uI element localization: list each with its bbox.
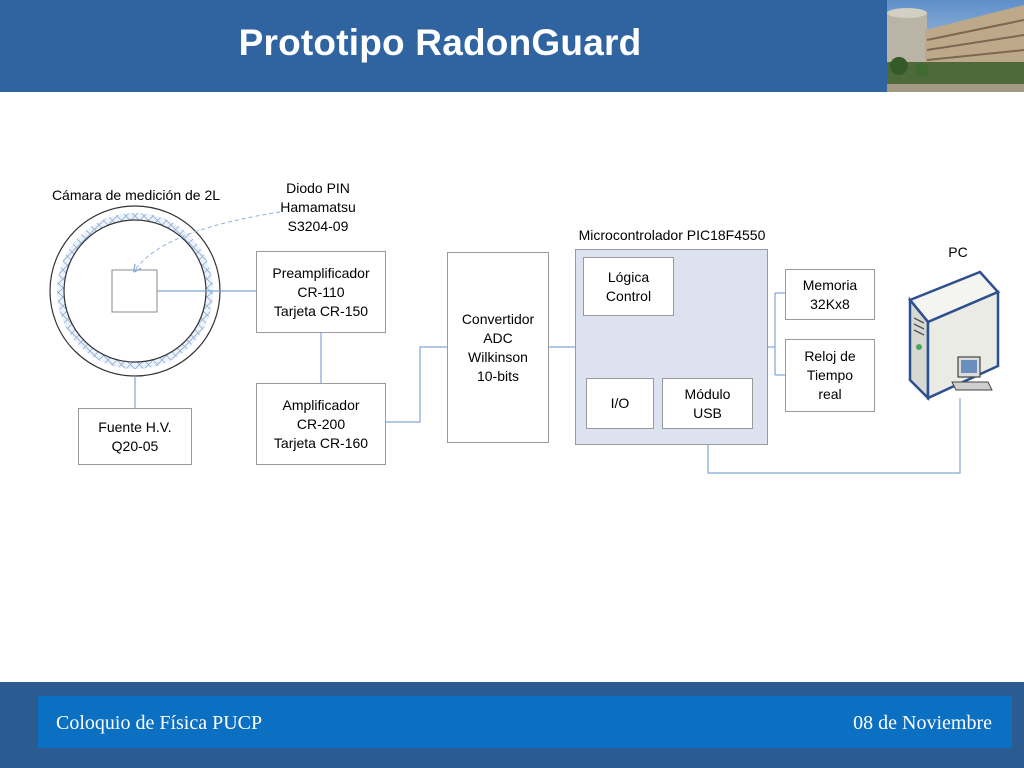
io-block: I/O: [586, 378, 654, 429]
preamplifier-label: Preamplificador CR-110 Tarjeta CR-150: [272, 264, 370, 319]
pc-label: PC: [948, 244, 968, 260]
slide-title: Prototipo RadonGuard: [238, 22, 642, 63]
footer-event: Coloquio de Física PUCP: [56, 712, 263, 734]
footer-bar: Coloquio de Física PUCP 08 de Noviembre: [38, 696, 1012, 748]
camera-label: Cámara de medición de 2L: [51, 187, 221, 203]
memory-label: Memoria 32Kx8: [802, 276, 858, 312]
amplifier-label: Amplificador CR-200 Tarjeta CR-160: [273, 396, 369, 451]
diode-pointer: [136, 211, 281, 269]
footer-date: 08 de Noviembre: [853, 712, 992, 734]
amplifier-block: Amplificador CR-200 Tarjeta CR-160: [256, 383, 386, 465]
pc-icon: [907, 270, 1001, 402]
logic-control-block: Lógica Control: [583, 257, 674, 316]
diode-label: Diodo PIN Hamamatsu S3204-09: [280, 180, 356, 234]
realtime-clock-block: Reloj de Tiempo real: [785, 339, 875, 412]
realtime-clock-label: Reloj de Tiempo real: [804, 348, 856, 402]
header-bar: Prototipo RadonGuard: [0, 0, 1024, 92]
hv-supply-label: Fuente H.V. Q20-05: [98, 418, 172, 454]
usb-module-block: Módulo USB: [662, 378, 753, 429]
adc-block: Convertidor ADC Wilkinson 10-bits: [447, 252, 549, 443]
io-label: I/O: [610, 395, 630, 411]
preamplifier-block: Preamplificador CR-110 Tarjeta CR-150: [256, 251, 386, 333]
logic-control-label: Lógica Control: [605, 268, 652, 304]
building-photo: [887, 0, 1024, 92]
measurement-chamber: [49, 205, 221, 377]
adc-label: Convertidor ADC Wilkinson 10-bits: [461, 310, 535, 384]
hv-supply-block: Fuente H.V. Q20-05: [78, 408, 192, 465]
microcontroller-label: Microcontrolador PIC18F4550: [578, 227, 766, 243]
memory-block: Memoria 32Kx8: [785, 269, 875, 320]
usb-module-label: Módulo USB: [684, 385, 731, 421]
